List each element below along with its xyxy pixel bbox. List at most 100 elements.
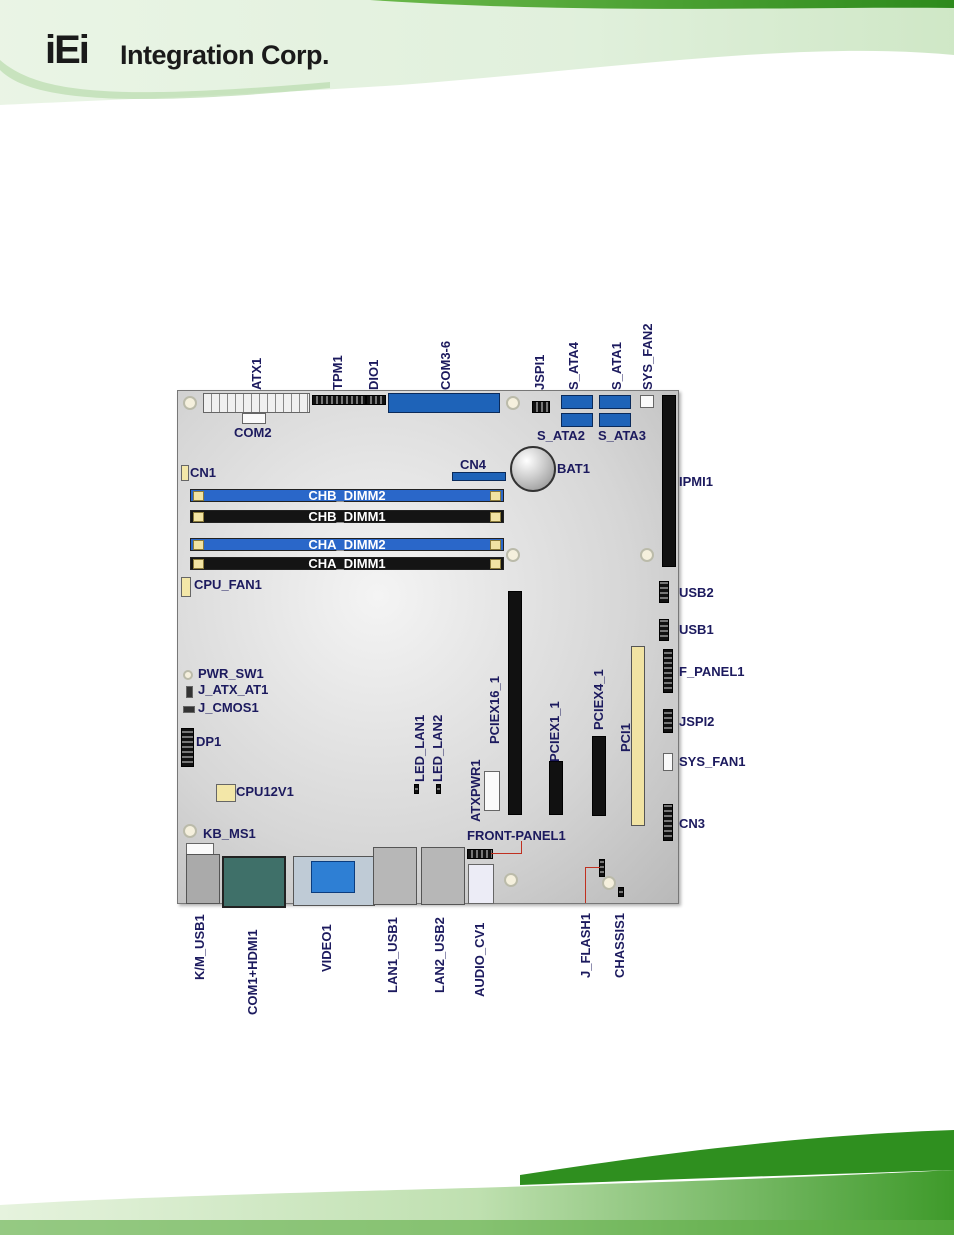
cpu12v1-connector (216, 784, 236, 802)
jspi2-header (663, 709, 673, 733)
label-sys-fan2: SYS_FAN2 (640, 323, 655, 390)
j-flash-arrow (585, 867, 600, 868)
led-lan2-header (436, 784, 441, 794)
label-chassis1: CHASSIS1 (612, 912, 627, 978)
com1-hdmi1-port (222, 856, 286, 908)
mounting-hole (504, 873, 518, 887)
label-video1: VIDEO1 (319, 924, 334, 972)
tpm1-header (312, 395, 366, 405)
usb2-header (659, 581, 669, 603)
label-j-flash1: J_FLASH1 (578, 912, 593, 978)
sys-fan2-connector (640, 395, 654, 408)
cpu-fan1-connector (181, 577, 191, 597)
label-dio1: DIO1 (366, 359, 381, 390)
chassis1-header (618, 887, 624, 897)
label-cn4: CN4 (460, 457, 487, 472)
j-cmos1-jumper (183, 706, 195, 713)
pciex1-1-slot (549, 761, 563, 815)
mounting-hole (602, 876, 616, 890)
lan1-usb1-port (373, 847, 417, 905)
j-atx-at1-jumper (186, 686, 193, 698)
label-pciex4-1: PCIEX4_1 (591, 669, 606, 730)
pci1-slot (631, 646, 645, 826)
label-kb-ms1: KB_MS1 (203, 826, 256, 841)
led-lan1-header (414, 784, 419, 794)
label-s-ata4: S_ATA4 (566, 342, 581, 390)
label-ipmi1: IPMI1 (679, 474, 713, 489)
front-panel1-header (467, 849, 493, 859)
atxpwr1-connector (484, 771, 500, 811)
label-f-panel1: F_PANEL1 (679, 664, 745, 679)
mounting-hole (183, 824, 197, 838)
label-atx1: ATX1 (249, 357, 264, 390)
label-atxpwr1: ATXPWR1 (468, 759, 483, 822)
label-usb2: USB2 (679, 585, 714, 600)
j-flash-arrow (585, 867, 586, 903)
bat1-battery (510, 446, 556, 492)
label-com2: COM2 (234, 425, 272, 440)
logo-text: Integration Corp. (120, 40, 330, 70)
pciex16-1-slot (508, 591, 522, 815)
label-front-panel1: FRONT-PANEL1 (467, 828, 566, 843)
jspi1-header (532, 401, 550, 413)
label-pciex1-1: PCIEX1_1 (547, 701, 562, 762)
cha-dimm2-label: CHA_DIMM2 (308, 537, 386, 552)
label-jspi1: JSPI1 (532, 354, 547, 390)
logo-mark: iEi (45, 28, 90, 72)
label-j-atx-at1: J_ATX_AT1 (198, 682, 269, 697)
label-cn3: CN3 (679, 816, 706, 831)
s-ata4-connector (561, 395, 593, 409)
pwr-sw1-button (183, 670, 193, 680)
label-pciex16-1: PCIEX16_1 (487, 676, 502, 744)
km-usb1-port (186, 854, 220, 904)
dio1-header (366, 395, 386, 405)
label-cpu12v1: CPU12V1 (236, 784, 294, 799)
label-s-ata2: S_ATA2 (537, 428, 585, 443)
label-s-ata3: S_ATA3 (598, 428, 646, 443)
cn4-connector (452, 472, 506, 481)
lan2-usb2-port (421, 847, 465, 905)
audio-cv1-port (468, 864, 494, 904)
label-jspi2: JSPI2 (679, 714, 715, 729)
video1-port (293, 856, 375, 906)
label-pci1: PCI1 (618, 723, 633, 752)
mounting-hole (183, 396, 197, 410)
cha-dimm1-label: CHA_DIMM1 (308, 556, 386, 571)
label-km-usb1: K/M_USB1 (192, 914, 207, 980)
cn1-connector (181, 465, 189, 481)
label-led-lan2: LED_LAN2 (430, 714, 445, 782)
label-sys-fan1: SYS_FAN1 (679, 754, 746, 769)
footer-banner (0, 1130, 954, 1235)
f-panel1-header (663, 649, 673, 693)
label-com3-6: COM3-6 (438, 340, 453, 390)
label-tpm1: TPM1 (330, 355, 345, 390)
label-led-lan1: LED_LAN1 (412, 714, 427, 782)
chb-dimm1-label: CHB_DIMM1 (308, 509, 386, 524)
label-lan1-usb1: LAN1_USB1 (385, 917, 400, 993)
mounting-hole (506, 548, 520, 562)
label-usb1: USB1 (679, 622, 714, 637)
s-ata1-connector (599, 395, 631, 409)
header-banner (0, 0, 954, 105)
com2-connector (242, 413, 266, 424)
front-panel-arrow (521, 841, 522, 854)
label-pwr-sw1: PWR_SW1 (198, 666, 264, 681)
mounting-hole (640, 548, 654, 562)
cn3-header (663, 804, 673, 841)
cha-dimm2-slot: CHA_DIMM2 (190, 537, 504, 552)
label-j-cmos1: J_CMOS1 (198, 700, 259, 715)
label-s-ata1: S_ATA1 (609, 342, 624, 390)
front-panel-arrow (491, 853, 521, 854)
s-ata3-connector (599, 413, 631, 427)
label-com1-hdmi1: COM1+HDMI1 (245, 929, 260, 1015)
pciex4-1-slot (592, 736, 606, 816)
motherboard: CHB_DIMM2 CHB_DIMM1 CHA_DIMM2 CHA_DIMM1 (177, 390, 679, 908)
cha-dimm1-slot: CHA_DIMM1 (190, 556, 504, 571)
s-ata2-connector (561, 413, 593, 427)
label-dp1: DP1 (196, 734, 222, 749)
sys-fan1-connector (663, 753, 673, 771)
com3-6-connector (388, 393, 500, 413)
label-bat1: BAT1 (557, 461, 590, 476)
atx1-connector (203, 393, 310, 413)
j-flash1-header (599, 859, 605, 877)
